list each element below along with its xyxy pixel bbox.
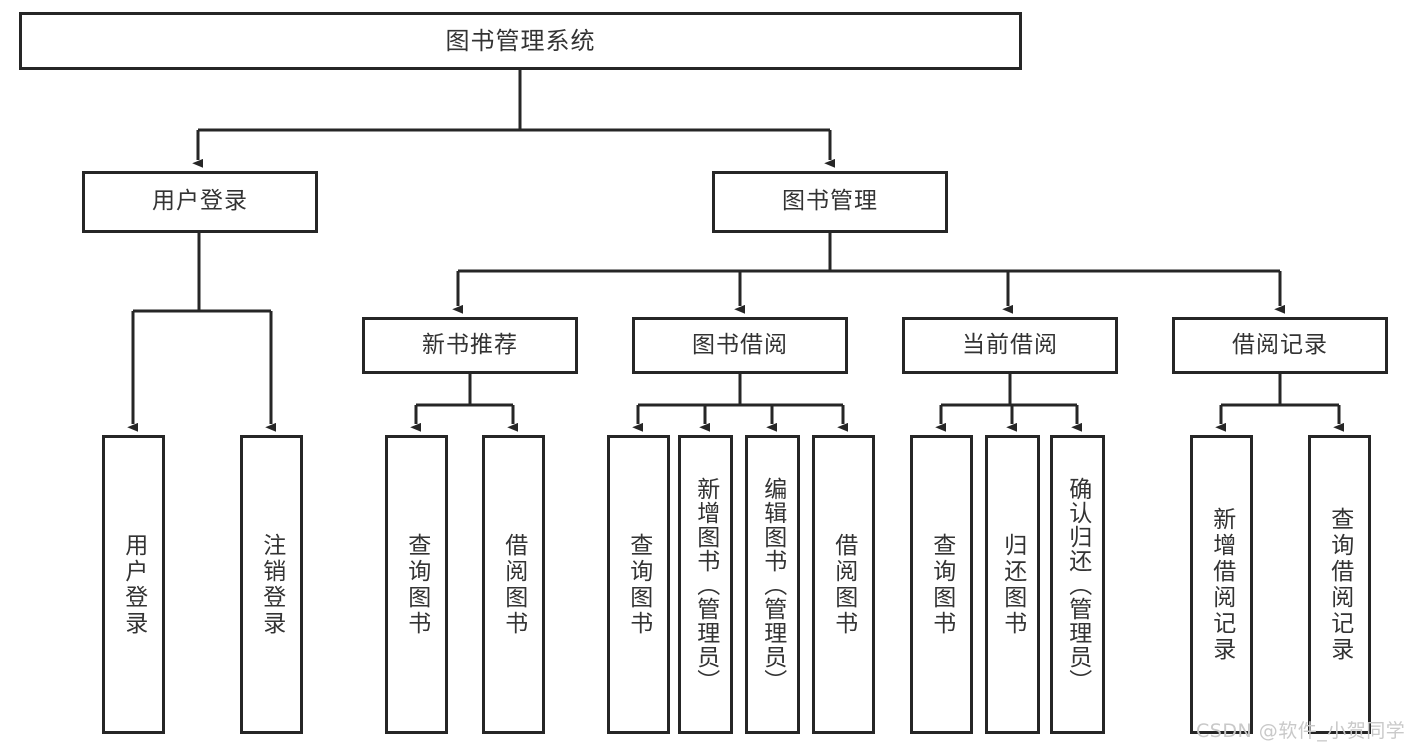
node-level3-3-label: 借阅记录 (1232, 331, 1328, 358)
node-leaf-0[interactable]: 用户登录 (102, 435, 165, 734)
node-leaf-5[interactable]: 新增图书（管理员） (678, 435, 733, 734)
node-level3-2[interactable]: 当前借阅 (902, 317, 1118, 374)
node-leaf-0-label: 用户登录 (120, 532, 147, 637)
node-leaf-8[interactable]: 查询图书 (910, 435, 973, 734)
node-leaf-3-label: 借阅图书 (500, 532, 527, 637)
node-leaf-7[interactable]: 借阅图书 (812, 435, 875, 734)
node-root[interactable]: 图书管理系统 (19, 12, 1022, 70)
node-leaf-1[interactable]: 注销登录 (240, 435, 303, 734)
node-leaf-12[interactable]: 查询借阅记录 (1308, 435, 1371, 734)
node-leaf-5-label: 新增图书（管理员） (692, 476, 719, 693)
node-level3-0-label: 新书推荐 (422, 331, 518, 358)
node-leaf-9[interactable]: 归还图书 (985, 435, 1040, 734)
node-root-label: 图书管理系统 (445, 26, 596, 55)
node-leaf-6[interactable]: 编辑图书（管理员） (745, 435, 800, 734)
node-leaf-1-label: 注销登录 (258, 532, 285, 637)
node-level2-0-label: 用户登录 (152, 188, 248, 215)
node-leaf-2-label: 查询图书 (403, 532, 430, 637)
node-leaf-6-label: 编辑图书（管理员） (759, 476, 786, 693)
node-leaf-10[interactable]: 确认归还（管理员） (1050, 435, 1105, 734)
node-level2-1-label: 图书管理 (782, 188, 878, 215)
node-leaf-2[interactable]: 查询图书 (385, 435, 448, 734)
node-level3-3[interactable]: 借阅记录 (1172, 317, 1388, 374)
node-leaf-3[interactable]: 借阅图书 (482, 435, 545, 734)
node-level3-2-label: 当前借阅 (962, 331, 1058, 358)
node-level2-0[interactable]: 用户登录 (82, 171, 318, 233)
node-leaf-12-label: 查询借阅记录 (1326, 506, 1353, 663)
node-leaf-11-label: 新增借阅记录 (1208, 506, 1235, 663)
node-leaf-8-label: 查询图书 (928, 532, 955, 637)
node-leaf-11[interactable]: 新增借阅记录 (1190, 435, 1253, 734)
node-leaf-4[interactable]: 查询图书 (607, 435, 670, 734)
node-leaf-4-label: 查询图书 (625, 532, 652, 637)
node-leaf-7-label: 借阅图书 (830, 532, 857, 637)
node-level2-1[interactable]: 图书管理 (712, 171, 948, 233)
watermark: CSDN @软件_小贺同学 (1196, 720, 1405, 742)
node-leaf-9-label: 归还图书 (999, 532, 1026, 637)
node-level3-1[interactable]: 图书借阅 (632, 317, 848, 374)
node-leaf-10-label: 确认归还（管理员） (1064, 476, 1091, 693)
node-level3-0[interactable]: 新书推荐 (362, 317, 578, 374)
node-level3-1-label: 图书借阅 (692, 331, 788, 358)
